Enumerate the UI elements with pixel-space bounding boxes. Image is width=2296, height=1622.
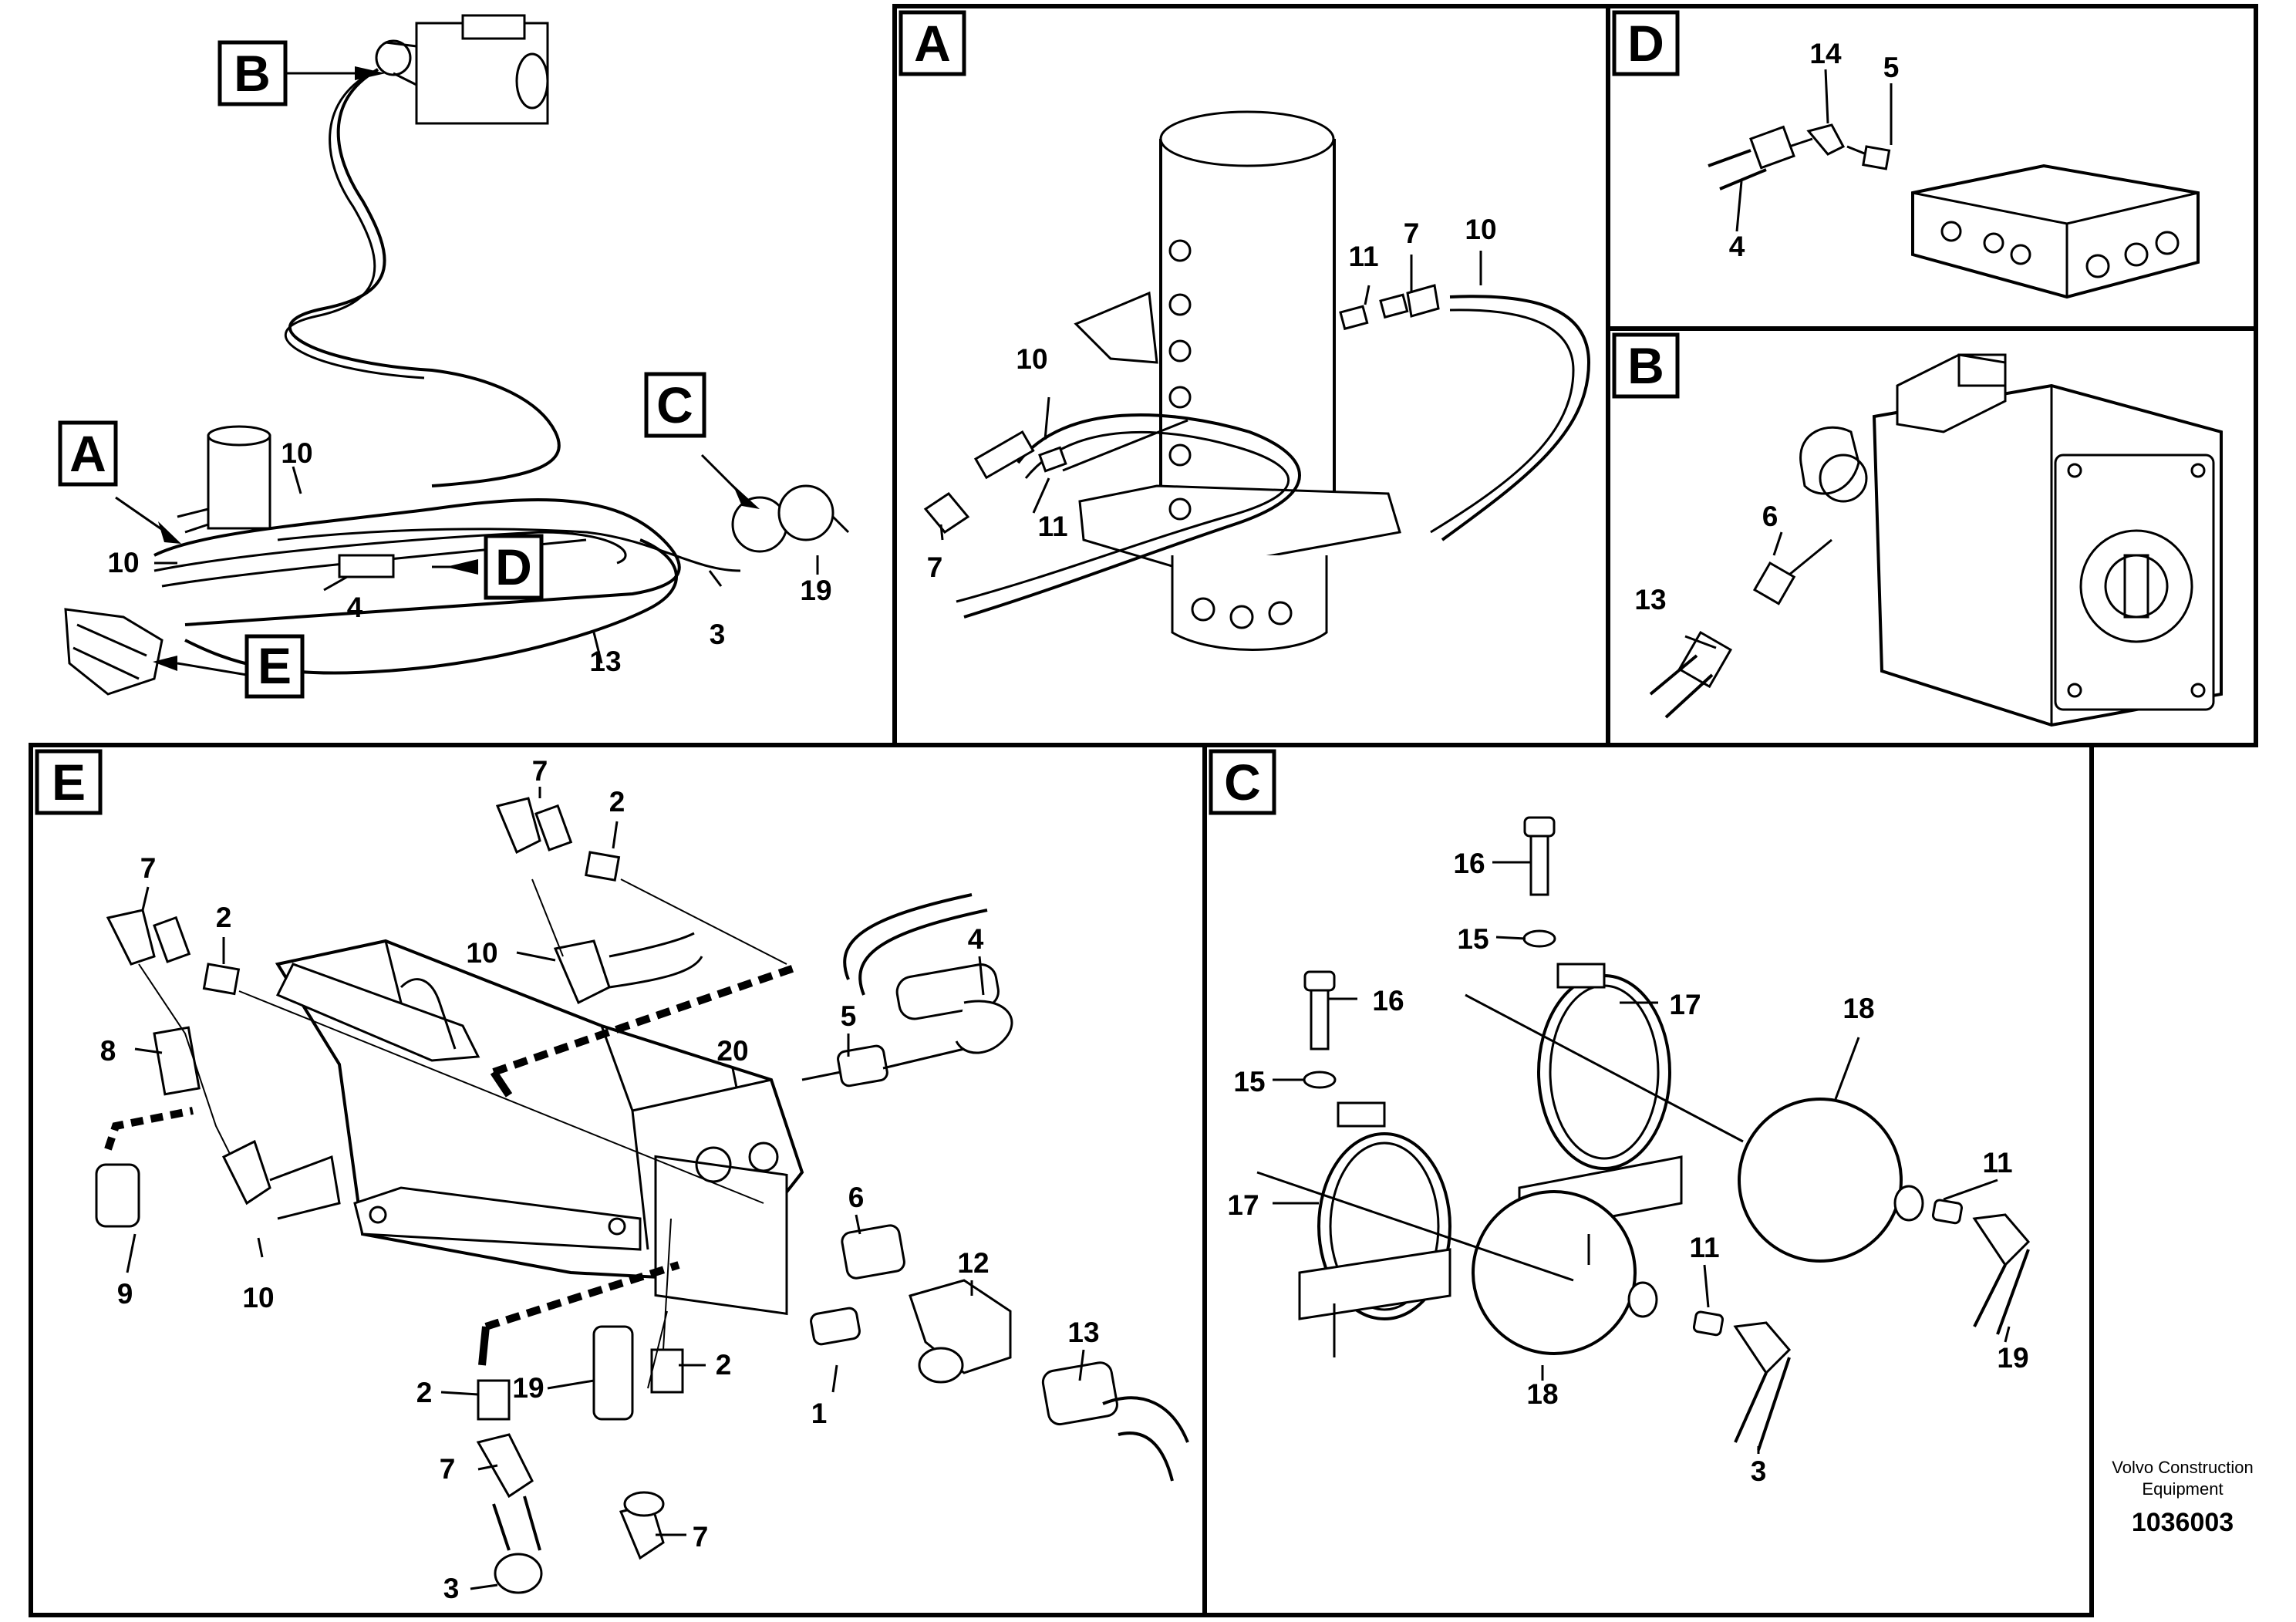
panel-b-drawing [1649, 353, 2223, 727]
panel-c-num-18b: 18 [1526, 1378, 1558, 1410]
overview-drawing [64, 14, 850, 696]
panel-e-letter: E [52, 754, 86, 811]
panel-c-letter: C [1224, 754, 1261, 811]
overview-pump [375, 14, 549, 125]
panel-c-num-16a: 16 [1453, 848, 1485, 879]
panel-e-num-5: 5 [841, 1000, 857, 1032]
overview-swivel [177, 425, 271, 534]
panel-a-letter: A [914, 15, 951, 72]
panel-e-num-7c: 7 [440, 1453, 456, 1485]
panel-c-labels: C 16 15 16 17 15 18 17 11 11 18 19 3 [1209, 749, 2029, 1487]
panel-d-letter: D [1627, 15, 1664, 72]
credit-line-1: Volvo Construction [2112, 1458, 2253, 1477]
panel-e-num-1: 1 [811, 1398, 828, 1429]
panel-e-num-20: 20 [716, 1035, 748, 1067]
panel-c-num-3: 3 [1751, 1455, 1767, 1487]
overview-block-d [338, 554, 395, 578]
overview-arrowheads [153, 66, 760, 671]
panel-e-num-2d: 2 [716, 1349, 732, 1381]
overview-valve [64, 608, 164, 696]
overview-num-13: 13 [589, 646, 621, 677]
panel-a-num-11b: 11 [1037, 511, 1067, 542]
panel-e-num-4: 4 [968, 923, 984, 955]
panel-b-letter: B [1627, 337, 1664, 394]
panel-e-num-6: 6 [848, 1182, 865, 1213]
overview-callout-c: C [656, 376, 693, 433]
panel-c-num-15a: 15 [1457, 923, 1489, 955]
panel-e-num-7a: 7 [532, 755, 548, 787]
panel-a-num-10b: 10 [1016, 343, 1047, 375]
panel-a-labels: A 11 7 10 10 11 7 [899, 10, 1497, 583]
overview-part-numbers: 10 10 4 13 3 19 [107, 437, 831, 677]
drawing-part-number: 1036003 [2132, 1508, 2234, 1537]
panel-d-drawing [1708, 69, 2200, 299]
panel-e-num-8: 8 [100, 1035, 116, 1067]
panel-a-num-11a: 11 [1348, 241, 1378, 272]
overview-num-3: 3 [710, 619, 726, 650]
panel-d-num-5: 5 [1883, 52, 1900, 83]
panel-e-num-2a: 2 [609, 786, 625, 818]
panel-e-num-7d: 7 [693, 1521, 709, 1553]
overview-num-10b: 10 [107, 547, 139, 578]
panel-e-num-2c: 2 [416, 1377, 433, 1408]
panel-e-num-10b: 10 [242, 1282, 274, 1313]
overview-num-10a: 10 [281, 437, 312, 469]
panel-c-num-19: 19 [1997, 1342, 2028, 1374]
panel-e-labels: E 7 2 7 2 10 4 8 5 20 6 12 13 10 9 1 2 1… [35, 749, 1100, 1604]
panel-c-num-17a: 17 [1669, 989, 1701, 1020]
panel-e-num-12: 12 [957, 1247, 989, 1279]
overview-callout-e: E [258, 637, 292, 694]
panel-a-num-7b: 7 [927, 551, 943, 583]
panel-e-num-13: 13 [1067, 1317, 1099, 1348]
panel-e-num-2b: 2 [216, 902, 232, 933]
overview-num-19: 19 [800, 575, 831, 606]
panel-e-num-7b: 7 [140, 852, 157, 884]
panel-c-num-15b: 15 [1233, 1066, 1265, 1098]
panel-e-drawing [95, 787, 1189, 1594]
panel-c-drawing [1256, 816, 2031, 1454]
panel-c-num-16b: 16 [1372, 985, 1404, 1017]
panel-c-frame [1202, 743, 2094, 1617]
panel-e-num-9: 9 [117, 1278, 133, 1310]
panel-frames [29, 4, 2258, 1617]
overview-callouts [58, 40, 706, 699]
overview-callout-b: B [234, 45, 271, 102]
panel-b-num-13: 13 [1634, 584, 1666, 615]
panel-d-labels: D 14 5 4 [1612, 10, 1900, 262]
panel-d-frame [1606, 4, 2258, 331]
panel-d-num-4: 4 [1729, 231, 1745, 262]
overview-hose-b [288, 68, 561, 487]
overview-num-4: 4 [347, 592, 363, 623]
panel-a-num-10a: 10 [1465, 214, 1496, 245]
footer: Volvo Construction Equipment 1036003 [2112, 1458, 2253, 1537]
overview-callout-d: D [495, 538, 532, 595]
overview-callout-letters: B A C D E [69, 45, 693, 694]
panel-b-labels: B 6 13 [1612, 332, 1778, 615]
panel-e-num-10a: 10 [466, 937, 497, 969]
panel-e-num-19: 19 [512, 1372, 544, 1404]
panel-c-num-11b: 11 [1689, 1232, 1719, 1263]
panel-b-num-6: 6 [1762, 501, 1778, 532]
panel-c-num-18a: 18 [1843, 993, 1874, 1024]
panel-c-num-17b: 17 [1227, 1189, 1259, 1221]
credit-line-2: Equipment [2142, 1479, 2223, 1499]
panel-d-num-14: 14 [1809, 38, 1842, 69]
panel-a-num-7a: 7 [1404, 218, 1420, 249]
panel-a-drawing [923, 110, 1591, 651]
panel-e-num-3: 3 [443, 1573, 460, 1604]
panel-c-num-11a: 11 [1982, 1147, 2012, 1179]
overview-callout-a: A [69, 425, 106, 482]
overview-accumulators [731, 484, 850, 553]
